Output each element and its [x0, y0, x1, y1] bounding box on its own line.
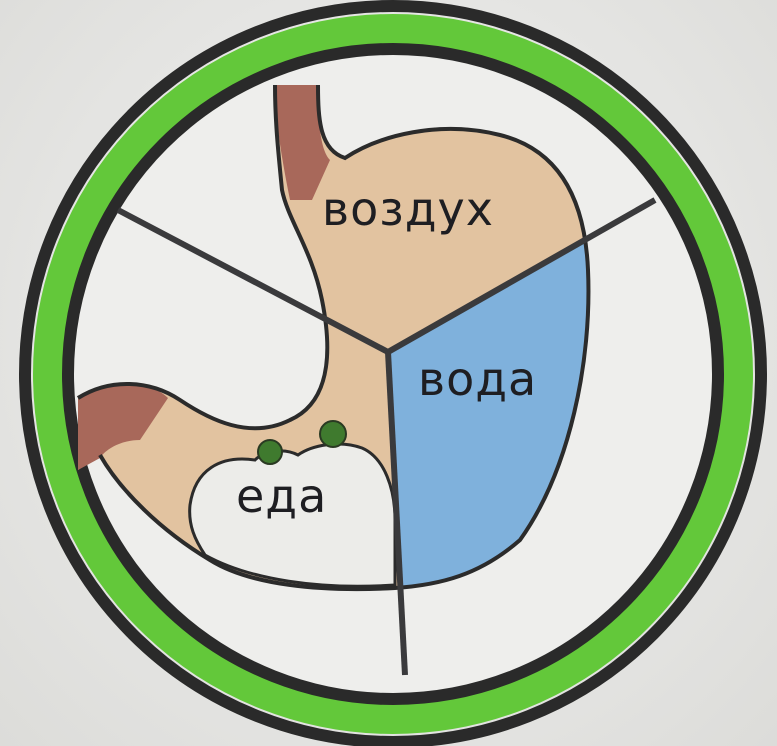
pea-left-icon — [258, 440, 282, 464]
label-water: вода — [418, 352, 537, 406]
label-air: воздух — [322, 182, 494, 236]
pea-right-icon — [320, 421, 346, 447]
label-food: еда — [236, 469, 327, 523]
